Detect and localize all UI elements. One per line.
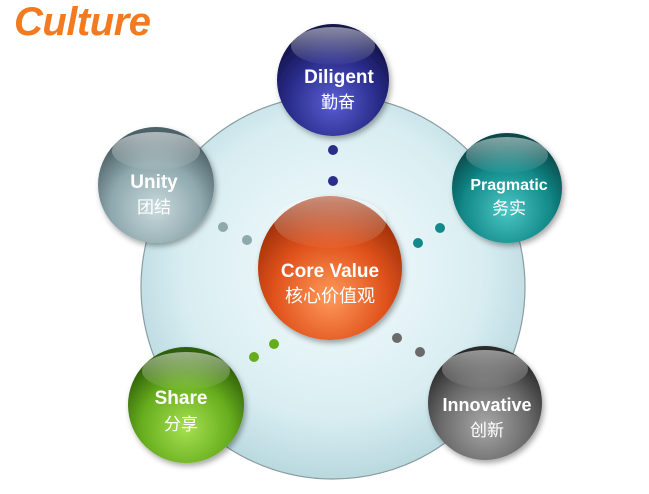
connector-dot (435, 223, 445, 233)
gloss-diligent (291, 27, 375, 65)
node-unity (98, 127, 214, 243)
center-label-en: Core Value (281, 261, 379, 282)
connector-dot (328, 176, 338, 186)
node-pragmatic (452, 133, 562, 243)
center-gloss (274, 196, 386, 248)
label-diligent-en: Diligent (304, 67, 374, 88)
center-label-zh: 核心价值观 (285, 286, 375, 307)
gloss-pragmatic (466, 137, 548, 173)
node-diligent (277, 24, 389, 136)
connector-dots (218, 145, 445, 362)
gloss-unity (112, 132, 200, 170)
center-node (258, 196, 402, 340)
connector-dot (413, 238, 423, 248)
node-innovative (428, 346, 542, 460)
label-unity-en: Unity (130, 172, 178, 193)
connector-dot (218, 222, 228, 232)
label-unity-zh: 团结 (137, 198, 171, 218)
gloss-innovative (442, 350, 528, 388)
node-share (128, 347, 244, 463)
label-pragmatic-en: Pragmatic (470, 177, 547, 194)
connector-dot (392, 333, 402, 343)
gloss-share (142, 352, 230, 390)
connector-dot (328, 145, 338, 155)
connector-dot (415, 347, 425, 357)
label-innovative-zh: 创新 (470, 421, 504, 441)
label-innovative-en: Innovative (442, 395, 531, 415)
label-diligent-zh: 勤奋 (321, 93, 355, 113)
connector-dot (269, 339, 279, 349)
connector-dot (249, 352, 259, 362)
label-share-en: Share (155, 388, 208, 409)
label-pragmatic-zh: 务实 (492, 199, 526, 219)
page-title: Culture (14, 0, 151, 44)
connector-dot (242, 235, 252, 245)
label-share-zh: 分享 (164, 415, 198, 435)
